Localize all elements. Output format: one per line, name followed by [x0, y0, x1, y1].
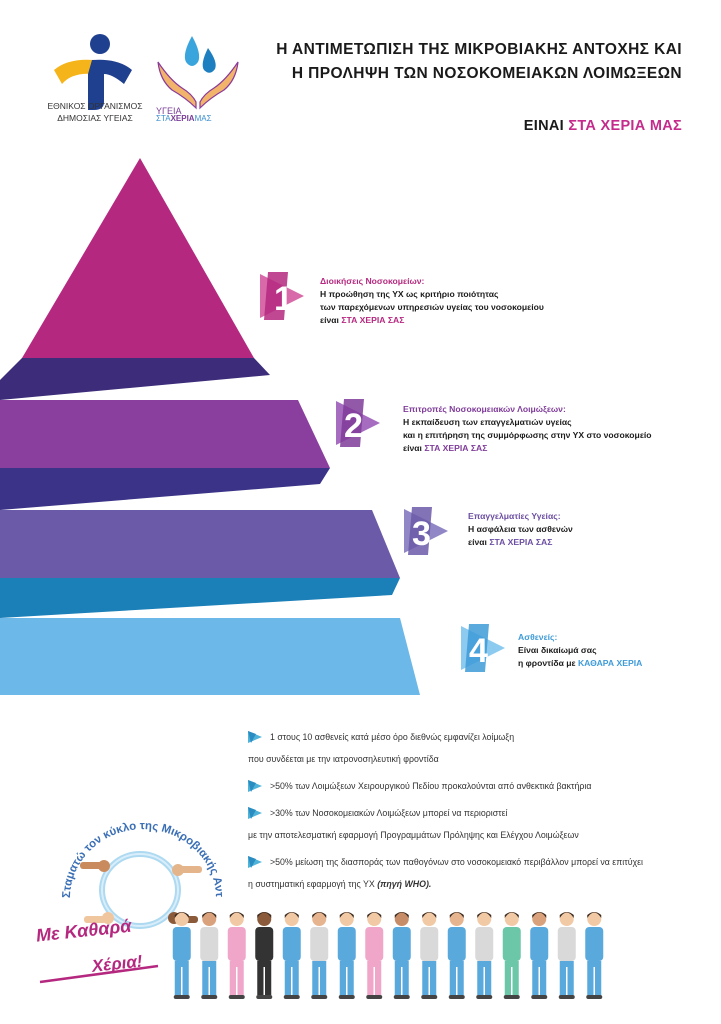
fact-1-line-1: 1 στους 10 ασθενείς κατά μέσο όρο διεθνώ… — [270, 732, 515, 742]
healthcare-worker-figure — [255, 912, 274, 999]
fact-item: >50% μείωση της διασποράς των παθογόνων … — [248, 851, 708, 895]
tier-3-heading: Επαγγελματίες Υγείας: — [468, 511, 561, 521]
number-badge-3: 3 — [404, 507, 448, 555]
tier-1-line-1: Η προώθηση της ΥΧ ως κριτήριο ποιότητας — [320, 289, 499, 299]
org-line-2: ΔΗΜΟΣΙΑΣ ΥΓΕΙΑΣ — [57, 113, 133, 123]
tier-4-line-1: Είναι δικαίωμά σας — [518, 645, 597, 655]
fact-4-source: (πηγή WHO). — [377, 879, 432, 889]
tier-4-heading: Ασθενείς: — [518, 632, 558, 642]
healthcare-worker-figure — [282, 912, 301, 999]
healthcare-worker-figure — [392, 912, 411, 999]
tier-3-text: Επαγγελματίες Υγείας: Η ασφάλεια των ασθ… — [468, 510, 708, 549]
hands-water-drops-logo: ΥΓΕΙΑ ΣΤΑΧΕΡΙΑΜΑΣ — [156, 36, 239, 122]
tier-4-line-3: η φροντίδα με ΚΑΘΑΡΑ ΧΕΡΙΑ — [518, 658, 643, 668]
svg-text:4: 4 — [469, 632, 488, 670]
tier-1-line-3: είναι ΣΤΑ ΧΕΡΙΑ ΣΑΣ — [320, 315, 405, 325]
org-line-1: ΕΘΝΙΚΟΣ ΟΡΓΑΝΙΣΜΟΣ — [47, 101, 143, 111]
tier-3-line-1: Η ασφάλεια των ασθενών — [468, 524, 573, 534]
healthcare-worker-figure — [227, 912, 246, 999]
healthcare-worker-figure — [172, 912, 191, 999]
tier-1-heading: Διοικήσεις Νοσοκομείων: — [320, 276, 425, 286]
page-title: Η ΑΝΤΙΜΕΤΩΠΙΣΗ ΤΗΣ ΜΙΚΡΟΒΙΑΚΗΣ ΑΝΤΟΧΗΣ Κ… — [262, 38, 682, 86]
healthcare-worker-figure — [200, 912, 219, 999]
eody-org-name: ΕΘΝΙΚΟΣ ΟΡΓΑΝΙΣΜΟΣ ΔΗΜΟΣΙΑΣ ΥΓΕΙΑΣ — [40, 100, 150, 124]
fact-3-line-1: >30% των Νοσοκομειακών Λοιμώξεων μπορεί … — [270, 808, 508, 818]
campaign-logo-line-2: ΣΤΑΧΕΡΙΑΜΑΣ — [156, 114, 212, 122]
tier-3-emphasis: ΣΤΑ ΧΕΡΙΑ ΣΑΣ — [489, 537, 553, 547]
triangle-bullet-icon — [248, 807, 262, 819]
healthcare-worker-figure — [447, 912, 466, 999]
tier-4-text: Ασθενείς: Είναι δικαίωμά σας η φροντίδα … — [518, 631, 718, 670]
tier-1-emphasis: ΣΤΑ ΧΕΡΙΑ ΣΑΣ — [341, 315, 405, 325]
svg-text:2: 2 — [344, 407, 363, 445]
fact-item: >50% των Λοιμώξεων Χειρουργικού Πεδίου π… — [248, 775, 708, 797]
pyramid-tier-4 — [0, 618, 420, 695]
tier-2-line-3: είναι ΣΤΑ ΧΕΡΙΑ ΣΑΣ — [403, 443, 488, 453]
eody-logo — [54, 34, 132, 110]
hands-circle-icon: Σταματώ τον κύκλο της Μικροβιακής Αντοχή… — [40, 790, 225, 929]
tagline-highlight: ΣΤΑ ΧΕΡΙΑ ΜΑΣ — [568, 118, 682, 134]
pyramid-tier-3 — [0, 510, 400, 578]
pyramid-graphic — [0, 158, 420, 695]
pyramid-tier-2 — [0, 400, 330, 468]
healthcare-workers-illustration — [172, 912, 604, 999]
fact-2-line-1: >50% των Λοιμώξεων Χειρουργικού Πεδίου π… — [270, 781, 592, 791]
fact-4-line-2: η συστηματική εφαρμογή της ΥΧ (πηγή WHO)… — [248, 879, 432, 889]
healthcare-worker-figure — [557, 912, 576, 999]
pyramid-connector-2 — [0, 468, 330, 510]
healthcare-worker-figure — [420, 912, 439, 999]
triangle-bullet-icon — [248, 856, 262, 868]
healthcare-worker-figure — [475, 912, 494, 999]
tier-2-line-2: και η επιτήρηση της συμμόρφωσης στην ΥΧ … — [403, 430, 652, 440]
healthcare-worker-figure — [365, 912, 384, 999]
title-line-1: Η ΑΝΤΙΜΕΤΩΠΙΣΗ ΤΗΣ ΜΙΚΡΟΒΙΑΚΗΣ ΑΝΤΟΧΗΣ Κ… — [276, 41, 682, 58]
facts-list: 1 στους 10 ασθενείς κατά μέσο όρο διεθνώ… — [248, 726, 708, 900]
healthcare-worker-figure — [502, 912, 521, 999]
tier-4-emphasis: ΚΑΘΑΡΑ ΧΕΡΙΑ — [577, 658, 643, 668]
healthcare-worker-figure — [310, 912, 329, 999]
pyramid-tier-1 — [22, 158, 254, 358]
number-badge-2: 2 — [336, 399, 380, 447]
slogan-line-1: Με Καθαρά — [35, 916, 133, 946]
number-badge-4: 4 — [461, 624, 505, 672]
svg-text:3: 3 — [412, 515, 431, 553]
tier-2-heading: Επιτροπές Νοσοκομειακών Λοιμώξεων: — [403, 404, 566, 414]
tier-1-text: Διοικήσεις Νοσοκομείων: Η προώθηση της Υ… — [320, 275, 620, 327]
circle-caption: Σταματώ τον κύκλο της Μικροβιακής Αντοχή… — [40, 790, 225, 898]
tagline-prefix: ΕΙΝΑΙ — [523, 118, 564, 134]
healthcare-worker-figure — [530, 912, 549, 999]
tier-2-emphasis: ΣΤΑ ΧΕΡΙΑ ΣΑΣ — [424, 443, 488, 453]
campaign-logo-line-1: ΥΓΕΙΑ — [156, 106, 181, 116]
tier-3-line-3: είναι ΣΤΑ ΧΕΡΙΑ ΣΑΣ — [468, 537, 553, 547]
tier-2-line-1: Η εκπαίδευση των επαγγελματιών υγείας — [403, 417, 572, 427]
number-badge-1: 1 — [260, 272, 304, 320]
pyramid-connector-1 — [0, 358, 270, 400]
pyramid-connector-3 — [0, 578, 400, 618]
triangle-bullet-icon — [248, 731, 262, 743]
fact-item: >30% των Νοσοκομειακών Λοιμώξεων μπορεί … — [248, 802, 708, 846]
tier-1-line-2: των παρεχόμενων υπηρεσιών υγείας του νοσ… — [320, 302, 544, 312]
title-line-2: Η ΠΡΟΛΗΨΗ ΤΩΝ ΝΟΣΟΚΟΜΕΙΑΚΩΝ ΛΟΙΜΩΞΕΩΝ — [291, 65, 682, 82]
tagline: ΕΙΝΑΙ ΣΤΑ ΧΕΡΙΑ ΜΑΣ — [420, 118, 682, 134]
healthcare-worker-figure — [585, 912, 604, 999]
fact-item: 1 στους 10 ασθενείς κατά μέσο όρο διεθνώ… — [248, 726, 708, 770]
triangle-bullet-icon — [248, 780, 262, 792]
fact-3-line-2: με την αποτελεσματική εφαρμογή Προγραμμά… — [248, 830, 579, 840]
fact-4-line-1: >50% μείωση της διασποράς των παθογόνων … — [270, 857, 644, 867]
slogan-graphic: Με Καθαρά Χέρια! — [35, 916, 159, 984]
tier-2-text: Επιτροπές Νοσοκομειακών Λοιμώξεων: Η εκπ… — [403, 403, 713, 455]
svg-text:1: 1 — [274, 280, 293, 318]
fact-1-line-2: που συνδέεται με την ιατρονοσηλευτική φρ… — [248, 754, 439, 764]
healthcare-worker-figure — [337, 912, 356, 999]
